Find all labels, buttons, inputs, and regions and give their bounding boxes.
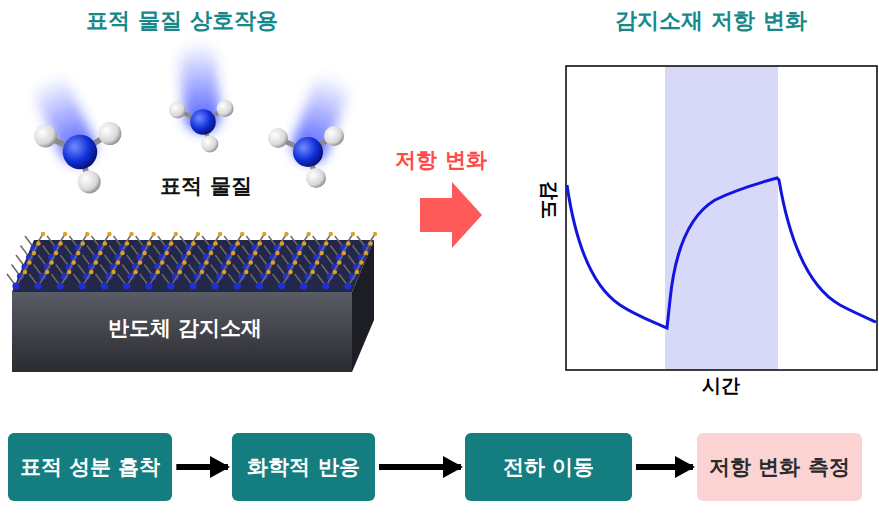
flow-arrow	[176, 464, 228, 470]
flow-arrow	[379, 464, 461, 470]
node-text: 반도체 감지소재	[108, 316, 262, 340]
axis-label: 감도	[536, 179, 562, 221]
node-text: 저항 변화 측정	[709, 455, 850, 479]
molecule-glow	[30, 41, 352, 169]
axis-label: 시간	[700, 373, 742, 399]
node-text: 화학적 반응	[247, 455, 359, 479]
material-label-band: 반도체 감지소재	[40, 306, 330, 350]
process-box: 전하 이동	[465, 433, 632, 501]
process-box: 표적 성분 흡착	[8, 433, 173, 501]
red-arrow	[420, 182, 482, 248]
panel-heading: 감지소재 저항 변화	[613, 6, 808, 36]
sensor-chart	[566, 66, 877, 370]
arrow-label: 저항 변화	[393, 146, 488, 174]
flow-arrow	[636, 464, 693, 470]
node-text: 전하 이동	[503, 455, 594, 479]
molecule-label: 표적 물질	[158, 172, 253, 200]
semiconductor-slab	[7, 232, 377, 372]
node-text: 표적 성분 흡착	[20, 455, 161, 479]
process-box: 저항 변화 측정	[697, 433, 862, 501]
process-box: 화학적 반응	[232, 433, 375, 501]
panel-heading: 표적 물질 상호작용	[84, 6, 279, 36]
